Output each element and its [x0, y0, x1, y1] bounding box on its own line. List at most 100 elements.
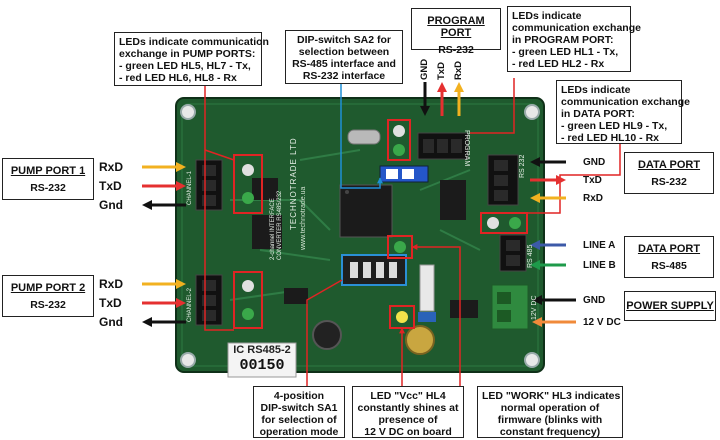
- mounting-hole: [524, 352, 540, 368]
- signal-power-12v: 12 V DC: [583, 317, 621, 328]
- port-subtitle: RS-485: [651, 260, 687, 272]
- board-serial-label: 00150: [239, 357, 285, 374]
- connector-data-port-rs232: [487, 154, 519, 206]
- callout-line: in DATA PORT:: [561, 108, 635, 120]
- leader-program-leds: [470, 78, 515, 134]
- dip-switch-sa2: [379, 165, 429, 183]
- microcontroller-chip: [339, 184, 393, 238]
- interface-chip: [440, 180, 466, 220]
- leader-pump-leds-1: [204, 149, 235, 161]
- data-leds-group: [480, 212, 528, 234]
- port-title: PROGRAM PORT: [427, 15, 485, 39]
- callout-line: RS-485 interface and: [292, 58, 396, 70]
- port-box-pump-2: PUMP PORT 2 RS-232: [2, 275, 94, 317]
- leader-led-work: [411, 244, 461, 390]
- callout-line: - green LED HL5, HL7 - Tx,: [119, 60, 251, 72]
- regulator-chip: [284, 288, 308, 304]
- signal-program-rxd: RxD: [453, 60, 464, 80]
- mounting-hole: [180, 352, 196, 368]
- callout-dip-sa2: DIP-switch SA2 for selection between RS-…: [285, 30, 403, 84]
- electrolytic-capacitor: [312, 320, 342, 350]
- silk-url: www.technotrade.ua: [300, 186, 307, 250]
- callout-line: 12 V DC on board: [364, 426, 452, 438]
- port-box-data-232: DATA PORT RS-232: [624, 152, 714, 194]
- port-title: PUMP PORT 1: [10, 165, 86, 177]
- interface-chip: [252, 215, 282, 249]
- callout-line: communication exchange: [512, 22, 641, 34]
- signal-pump2-gnd: Gnd: [99, 315, 123, 329]
- silk-program: PROGRAM: [463, 130, 470, 167]
- callout-line: LEDs indicate: [512, 10, 582, 22]
- data-port-485-arrows: [530, 240, 566, 270]
- pump-port-1-arrows: [142, 162, 186, 210]
- callout-dip-sa1: 4-position DIP-switch SA1 for selection …: [253, 386, 345, 438]
- silk-rs485: RS 485: [527, 244, 534, 268]
- signal-program-txd: TxD: [436, 62, 447, 80]
- power-arrows: [532, 295, 576, 327]
- callout-line: communication exchange: [561, 96, 690, 108]
- callout-line: - green LED HL9 - Tx,: [561, 120, 668, 132]
- callout-line: in PROGRAM PORT:: [512, 34, 614, 46]
- crystal-oscillator: [347, 129, 381, 145]
- ceramic-capacitor: [418, 312, 436, 322]
- leader-pump-leds-2: [204, 85, 234, 331]
- signal-data232-rxd: RxD: [583, 193, 604, 204]
- callout-line: selection between: [298, 46, 390, 58]
- callout-line: firmware (blinks with: [497, 414, 603, 426]
- signal-data232-gnd: GND: [583, 157, 606, 168]
- port-subtitle: RS-232: [30, 299, 66, 311]
- callout-data-leds: LEDs indicate communication exchange in …: [556, 80, 690, 144]
- signal-data232-txd: TxD: [583, 175, 602, 186]
- port-box-data-485: DATA PORT RS-485: [624, 236, 714, 278]
- port-subtitle: RS-232: [651, 176, 687, 188]
- leader-data-leds: [527, 123, 621, 214]
- callout-line: LEDs indicate: [561, 84, 631, 96]
- program-port-arrows: [420, 82, 464, 116]
- callout-line: - red LED HL6, HL8 - Rx: [119, 72, 237, 84]
- callout-line: LED "WORK" HL3 indicates: [482, 390, 621, 402]
- callout-line: operation mode: [259, 426, 339, 438]
- signal-program-gnd: GND: [419, 58, 430, 80]
- port-box-power: POWER SUPPLY: [624, 291, 716, 321]
- pin-header: [419, 264, 435, 312]
- silk-channel2: CHANNEL-2: [187, 287, 193, 322]
- callout-led-vcc: LED "Vcc" HL4 constantly shines at prese…: [352, 386, 464, 438]
- port-subtitle: RS-232: [30, 182, 66, 194]
- callout-line: presence of: [378, 414, 438, 426]
- callout-led-work: LED "WORK" HL3 indicates normal operatio…: [477, 386, 623, 438]
- callout-line: - red LED HL2 - Rx: [512, 58, 605, 70]
- port-subtitle: RS-232: [438, 44, 474, 56]
- callout-program-leds: LEDs indicate communication exchange in …: [507, 6, 641, 72]
- callout-line: 4-position: [273, 390, 325, 402]
- callout-line: - red LED HL10 - Rx: [561, 132, 660, 144]
- callout-line: DIP-switch SA2 for: [297, 34, 391, 46]
- callout-line: LEDs indicate communication: [119, 36, 269, 48]
- silk-brand: TECHNOTRADE LTD: [289, 137, 298, 230]
- port-title: PUMP PORT 2: [10, 282, 86, 294]
- pump-leds-group-1: [233, 154, 263, 214]
- callout-line: constant frequency): [499, 426, 601, 438]
- board-label-sticker: [227, 342, 297, 378]
- silk-12vdc: 12V DC: [531, 295, 538, 320]
- mounting-hole: [180, 104, 196, 120]
- callout-line: RS-232 interface: [302, 70, 386, 82]
- port-title: POWER SUPPLY: [626, 300, 714, 312]
- callout-line: constantly shines at: [357, 402, 459, 414]
- callout-line: for selection of: [261, 414, 337, 426]
- data-port-232-arrows: [530, 157, 566, 203]
- silk-rs232: RS 232: [519, 154, 526, 178]
- leader-dip-sa1: [306, 279, 343, 390]
- pump-port-2-arrows: [142, 279, 186, 327]
- callout-line: LED "Vcc" HL4: [370, 390, 446, 402]
- callout-line: DIP-switch SA1: [260, 402, 338, 414]
- port-box-program: PROGRAM PORT RS-232: [411, 8, 501, 56]
- electrolytic-capacitor: [405, 325, 435, 355]
- callout-pump-leds: LEDs indicate communication exchange in …: [114, 32, 269, 86]
- signal-pump1-txd: TxD: [99, 179, 122, 193]
- silk-interface: 2-channel INTERFACE CONVERTER RS485/232: [270, 190, 283, 260]
- regulator-chip: [450, 300, 478, 318]
- signal-power-gnd: GND: [583, 295, 606, 306]
- silk-channel1: CHANNEL-1: [187, 170, 193, 205]
- connector-pump-port-2: [195, 274, 223, 326]
